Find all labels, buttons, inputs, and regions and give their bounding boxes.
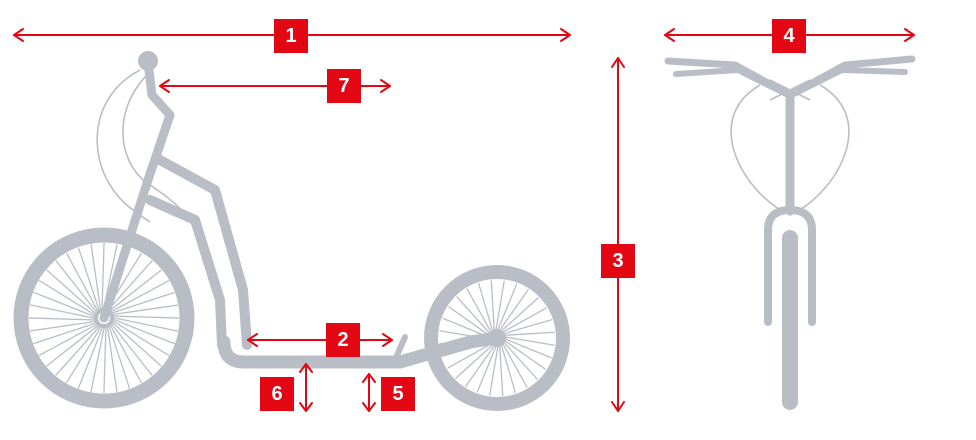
- rear-wheel-spokes: [439, 280, 555, 396]
- dimension-2-arrow: [247, 333, 393, 347]
- wheel-spoke: [464, 343, 497, 388]
- badge-1: 1: [274, 19, 308, 53]
- wheel-spoke: [33, 321, 100, 345]
- front-cables: [730, 84, 850, 216]
- wheel-spoke: [502, 338, 547, 371]
- wheel-spoke: [489, 343, 499, 396]
- wheel-spoke: [496, 283, 518, 333]
- dimension-3-arrow: [611, 57, 625, 412]
- badge-7-label: 7: [338, 75, 349, 97]
- badge-2: 2: [326, 323, 360, 357]
- wheel-spoke: [28, 317, 99, 321]
- badge-3-label: 3: [612, 250, 623, 272]
- wheel-spoke: [500, 342, 517, 394]
- wheel-spoke: [476, 343, 498, 393]
- handlebar-grip-end: [138, 51, 158, 71]
- badge-4: 4: [772, 19, 806, 53]
- wheel-spoke: [90, 244, 102, 313]
- front-fork: [764, 206, 816, 326]
- wheel-spoke: [108, 320, 153, 376]
- wheel-spoke: [77, 247, 101, 314]
- badge-5: 5: [381, 377, 415, 411]
- wheel-spoke: [495, 280, 505, 333]
- wheel-spoke: [500, 307, 547, 334]
- deck: [217, 331, 504, 369]
- wheel-spoke: [109, 315, 180, 319]
- wheel-spoke: [77, 323, 105, 389]
- badge-3: 3: [601, 244, 635, 278]
- scooter-front-view: [664, 55, 916, 410]
- wheel-spoke: [502, 331, 555, 337]
- wheel-spoke: [497, 288, 530, 333]
- wheel-spoke: [501, 341, 528, 388]
- wheel-spoke: [105, 260, 153, 313]
- dimension-6-arrow: [299, 363, 313, 412]
- wheel-spoke: [107, 322, 131, 389]
- badge-7: 7: [327, 69, 361, 103]
- wheel-spoke: [107, 279, 170, 314]
- frame-down-tube: [155, 155, 252, 350]
- wheel-spoke: [101, 242, 105, 313]
- wheel-spoke: [103, 323, 107, 394]
- badge-4-label: 4: [783, 25, 795, 47]
- front-tire: [13, 227, 195, 409]
- frame-lower-tube: [145, 195, 227, 350]
- wheel-spoke: [502, 337, 552, 359]
- wheel-spoke: [108, 321, 143, 384]
- wheel-spoke: [55, 323, 103, 376]
- wheel-spoke: [38, 279, 99, 318]
- fork-and-stem: [99, 57, 175, 323]
- wheel-spoke: [502, 336, 555, 346]
- wheel-spoke: [109, 317, 175, 345]
- wheel-spoke: [65, 252, 100, 315]
- brake-cable-inner: [122, 71, 187, 216]
- badge-1-label: 1: [285, 25, 296, 47]
- wheel-spoke: [65, 323, 104, 384]
- wheel-spoke: [30, 320, 99, 332]
- badge-6: 6: [260, 377, 294, 411]
- wheel-spoke: [46, 322, 102, 367]
- wheel-spoke: [109, 316, 178, 332]
- wheel-spoke: [55, 260, 100, 316]
- wheel-spoke: [447, 342, 494, 369]
- wheel-spoke: [108, 291, 175, 315]
- wheel-spoke: [501, 340, 538, 380]
- badge-5-label: 5: [392, 383, 403, 405]
- wheel-spoke: [90, 323, 106, 392]
- wheel-spoke: [499, 297, 539, 334]
- badge-6-label: 6: [271, 383, 282, 405]
- wheel-spoke: [455, 342, 495, 379]
- wheel-spoke: [33, 291, 99, 319]
- front-wheel: [13, 227, 195, 409]
- wheel-spoke: [106, 323, 118, 392]
- wheel-spoke: [490, 280, 496, 333]
- wheel-spoke: [109, 318, 170, 357]
- scooter-side-view: [13, 51, 570, 411]
- badge-2-label: 2: [337, 329, 348, 351]
- rear-brake-lever: [392, 334, 408, 363]
- wheel-spoke: [30, 304, 99, 320]
- rear-tire: [424, 265, 570, 411]
- wheel-spoke: [498, 343, 504, 396]
- wheel-spoke: [501, 318, 553, 335]
- wheel-spoke: [456, 296, 493, 336]
- wheel-spoke: [477, 282, 494, 334]
- wheel-spoke: [109, 319, 162, 367]
- dimension-5-arrow: [362, 373, 376, 412]
- wheel-spoke: [466, 288, 493, 335]
- wheel-spoke: [109, 304, 178, 316]
- wheel-spoke: [447, 305, 492, 338]
- wheel-spoke: [106, 269, 162, 314]
- wheel-spoke: [46, 269, 99, 317]
- wheel-spoke: [38, 322, 101, 357]
- cable-cross: [769, 79, 811, 101]
